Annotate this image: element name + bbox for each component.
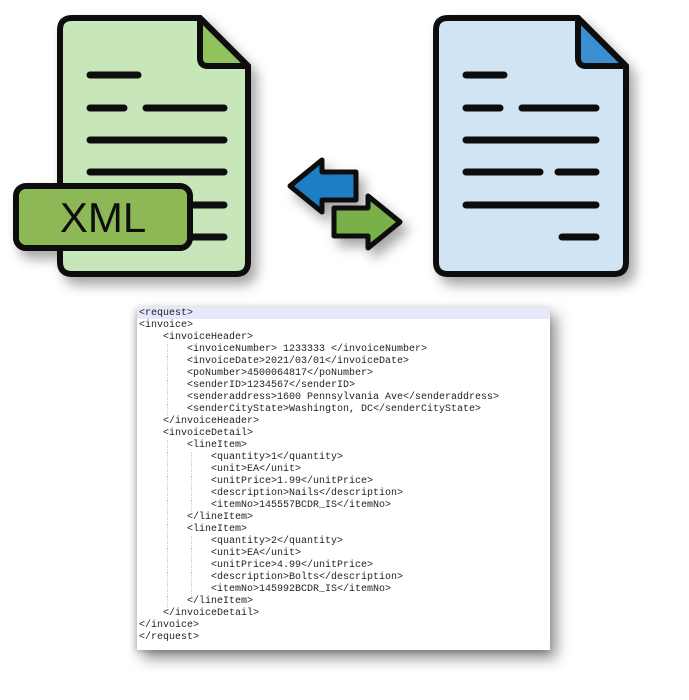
indent-guide [191, 476, 192, 488]
code-text: <unitPrice>4.99</unitPrice> [211, 560, 374, 571]
current-line-highlight [137, 307, 550, 319]
indent-guide [167, 476, 168, 488]
indent-guide [167, 500, 168, 512]
illustration: XML [13, 15, 629, 277]
code-line: </lineItem> [139, 512, 499, 524]
code-line: </request> [139, 632, 499, 644]
indent-guide [191, 500, 192, 512]
indent-guide [167, 404, 168, 416]
document-file-icon [433, 15, 629, 277]
code-text: <quantity>2</quantity> [211, 536, 344, 547]
code-text: <itemNo>145992BCDR_IS</itemNo> [211, 584, 392, 595]
code-line: <senderaddress>1600 Pennsylvania Ave</se… [139, 392, 499, 404]
code-text: <senderID>1234567</senderID> [187, 380, 356, 391]
code-line: </invoiceHeader> [139, 416, 499, 428]
indent-guide [191, 488, 192, 500]
xml-badge: XML [13, 183, 193, 251]
code-line: <senderCityState>Washington, DC</senderC… [139, 404, 499, 416]
arrow-left-icon [287, 157, 359, 215]
indent-guide [167, 356, 168, 368]
code-line: <invoiceDate>2021/03/01</invoiceDate> [139, 356, 499, 368]
code-line: <itemNo>145992BCDR_IS</itemNo> [139, 584, 499, 596]
xml-badge-label: XML [60, 194, 146, 241]
code-line: </invoice> [139, 620, 499, 632]
indent-guide [167, 380, 168, 392]
indent-guide [167, 440, 168, 452]
indent-guide [167, 488, 168, 500]
code-text: <unit>EA</unit> [211, 464, 302, 475]
code-text: </invoice> [139, 620, 200, 631]
code-text: </lineItem> [187, 512, 254, 523]
indent-guide [191, 584, 192, 596]
indent-guide [167, 596, 168, 608]
text-lines [462, 71, 600, 241]
code-text: <quantity>1</quantity> [211, 452, 344, 463]
code-line: </lineItem> [139, 596, 499, 608]
code-line: </invoiceDetail> [139, 608, 499, 620]
code-text: <request> [139, 308, 194, 319]
code-line: <description>Bolts</description> [139, 572, 499, 584]
indent-guide [191, 572, 192, 584]
code-text: <senderaddress>1600 Pennsylvania Ave</se… [187, 392, 500, 403]
code-text: <lineItem> [187, 524, 248, 535]
indent-guide [191, 452, 192, 464]
code-line: <unit>EA</unit> [139, 548, 499, 560]
indent-guide [191, 536, 192, 548]
code-line: <itemNo>145557BCDR_IS</itemNo> [139, 500, 499, 512]
indent-guide [167, 536, 168, 548]
code-line: <quantity>1</quantity> [139, 452, 499, 464]
arrow-right-icon [331, 193, 403, 251]
indent-guide [167, 512, 168, 524]
exchange-arrows-icon [287, 157, 403, 251]
xml-code-view: <request><invoice><invoiceHeader><invoic… [137, 307, 550, 650]
code-text: <description>Bolts</description> [211, 572, 404, 583]
code-line: <unitPrice>1.99</unitPrice> [139, 476, 499, 488]
indent-guide [191, 548, 192, 560]
code-text: <invoiceDate>2021/03/01</invoiceDate> [187, 356, 410, 367]
code-text: </request> [139, 632, 200, 643]
code-line: <invoiceHeader> [139, 332, 499, 344]
code-text: <invoiceNumber> 1233333 </invoiceNumber> [187, 344, 428, 355]
code-text: </lineItem> [187, 596, 254, 607]
indent-guide [167, 368, 168, 380]
code-text: <unit>EA</unit> [211, 548, 302, 559]
code-line: <unitPrice>4.99</unitPrice> [139, 560, 499, 572]
code-line: <lineItem> [139, 524, 499, 536]
indent-guide [167, 572, 168, 584]
indent-guide [167, 392, 168, 404]
code-text: <itemNo>145557BCDR_IS</itemNo> [211, 500, 392, 511]
code-line: <poNumber>4500064817</poNumber> [139, 368, 499, 380]
code-text: <invoiceDetail> [163, 428, 254, 439]
text-lines [86, 71, 228, 241]
code-line: <lineItem> [139, 440, 499, 452]
code-line: <invoice> [139, 320, 499, 332]
code-line: <invoiceDetail> [139, 428, 499, 440]
code-line: <description>Nails</description> [139, 488, 499, 500]
code-text: <description>Nails</description> [211, 488, 404, 499]
code-line: <unit>EA</unit> [139, 464, 499, 476]
code-text: </invoiceHeader> [163, 416, 260, 427]
xml-file-icon: XML [13, 15, 251, 277]
code-text: <invoice> [139, 320, 194, 331]
indent-guide [167, 584, 168, 596]
code-lines: <request><invoice><invoiceHeader><invoic… [139, 308, 499, 644]
indent-guide [167, 452, 168, 464]
code-line: <request> [139, 308, 499, 320]
code-text: </invoiceDetail> [163, 608, 260, 619]
indent-guide [167, 548, 168, 560]
indent-guide [191, 464, 192, 476]
indent-guide [191, 560, 192, 572]
code-line: <senderID>1234567</senderID> [139, 380, 499, 392]
indent-guide [167, 524, 168, 536]
code-text: <poNumber>4500064817</poNumber> [187, 368, 374, 379]
code-text: <unitPrice>1.99</unitPrice> [211, 476, 374, 487]
indent-guide [167, 464, 168, 476]
indent-guide [167, 560, 168, 572]
code-text: <invoiceHeader> [163, 332, 254, 343]
code-line: <invoiceNumber> 1233333 </invoiceNumber> [139, 344, 499, 356]
indent-guide [167, 344, 168, 356]
code-line: <quantity>2</quantity> [139, 536, 499, 548]
code-text: <senderCityState>Washington, DC</senderC… [187, 404, 482, 415]
code-text: <lineItem> [187, 440, 248, 451]
